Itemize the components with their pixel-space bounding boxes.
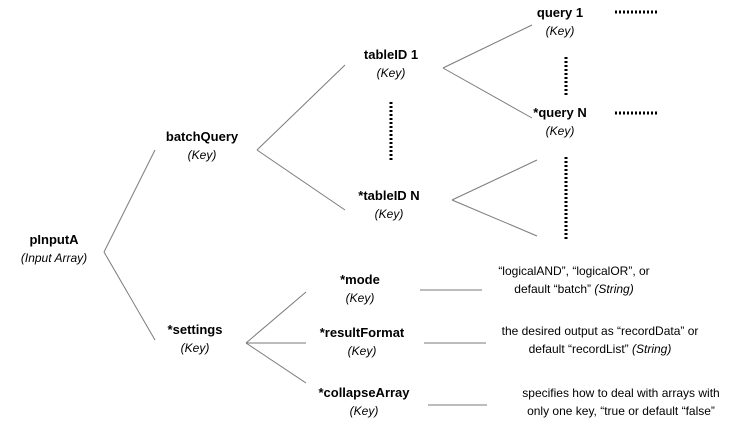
node-type: (Key) bbox=[376, 66, 406, 80]
edge-settings-mode bbox=[245, 291, 307, 344]
node-type: (Key) bbox=[545, 24, 575, 38]
node-type: (Key) bbox=[545, 124, 575, 138]
desc-collapsearray: specifies how to deal with arrays with o… bbox=[503, 384, 739, 420]
node-mode: *mode (Key) bbox=[312, 270, 408, 308]
desc-line: “logicalAND”, “logicalOR”, or bbox=[498, 264, 650, 278]
node-collapsearray: *collapseArray (Key) bbox=[306, 383, 422, 421]
edge-root-settings bbox=[103, 251, 156, 341]
node-title: batchQuery bbox=[165, 129, 239, 144]
node-type: (Key) bbox=[347, 344, 377, 358]
node-query-1: query 1 (Key) bbox=[515, 3, 605, 41]
desc-line: only one key, “true or default “false” bbox=[527, 404, 715, 418]
edge-tableidn-lower bbox=[451, 199, 538, 237]
desc-line: default “batch” bbox=[514, 282, 592, 296]
node-title: pInputA bbox=[29, 232, 79, 247]
node-type: (Key) bbox=[349, 404, 379, 418]
node-type: (Key) bbox=[187, 148, 217, 162]
node-title: *query N bbox=[533, 105, 587, 120]
desc-line: the desired output as “recordData” or bbox=[501, 324, 699, 338]
node-type: (Key) bbox=[180, 341, 210, 355]
node-pinputa: pInputA (Input Array) bbox=[6, 230, 102, 268]
node-title: *tableID N bbox=[358, 188, 420, 203]
edge-tableidn-upper bbox=[451, 159, 538, 201]
node-batchquery: batchQuery (Key) bbox=[152, 127, 252, 165]
desc-line: specifies how to deal with arrays with bbox=[522, 386, 720, 400]
edge-settings-collapsearray bbox=[245, 342, 307, 384]
desc-mode: “logicalAND”, “logicalOR”, or default “b… bbox=[484, 262, 664, 298]
node-resultformat: *resultFormat (Key) bbox=[306, 323, 418, 361]
edge-tableid1-query1 bbox=[442, 24, 533, 69]
desc-resultformat: the desired output as “recordData” or de… bbox=[489, 322, 711, 358]
node-query-n: *query N (Key) bbox=[515, 103, 605, 141]
edge-root-batchquery bbox=[103, 149, 156, 253]
edge-batchquery-tableidn bbox=[256, 149, 346, 211]
desc-line: default “recordList” bbox=[528, 342, 629, 356]
node-tableid-1: tableID 1 (Key) bbox=[343, 45, 439, 83]
desc-type: (String) bbox=[594, 282, 634, 296]
node-title: *collapseArray bbox=[318, 385, 410, 400]
node-type: (Input Array) bbox=[20, 251, 88, 265]
node-settings: *settings (Key) bbox=[150, 320, 240, 358]
desc-type: (String) bbox=[632, 342, 672, 356]
node-title: query 1 bbox=[536, 5, 584, 20]
node-title: tableID 1 bbox=[363, 47, 419, 62]
node-tableid-n: *tableID N (Key) bbox=[341, 186, 437, 224]
node-title: *settings bbox=[167, 322, 223, 337]
edge-tableid1-queryn bbox=[442, 67, 533, 119]
node-type: (Key) bbox=[374, 207, 404, 221]
node-type: (Key) bbox=[345, 291, 375, 305]
node-title: *resultFormat bbox=[319, 325, 405, 340]
node-title: *mode bbox=[340, 272, 380, 287]
edge-batchquery-tableid1 bbox=[256, 64, 346, 151]
